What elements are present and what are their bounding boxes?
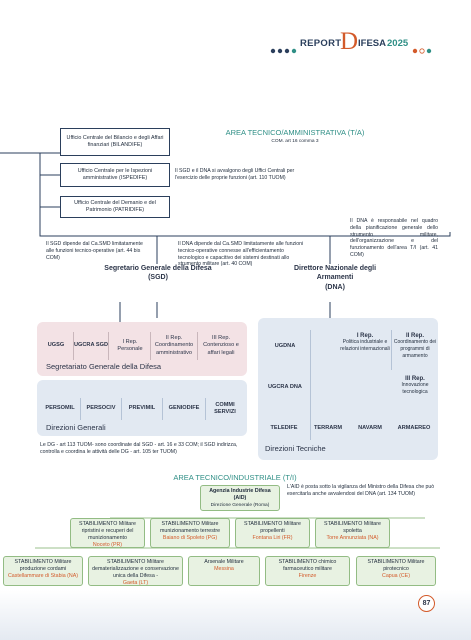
- rep3-desc: Innovazione tecnologica: [401, 382, 429, 395]
- note-dna-dipende: Il DNA dipende dal Ca.SMD limitatamente …: [178, 241, 304, 268]
- rep1-desc: Politica industriale e relazioni interna…: [340, 339, 390, 352]
- sgd-abbr: (SGD): [148, 274, 168, 282]
- cell-rep3-contenzioso: III Rep. Contenzioso e affari legali: [203, 335, 239, 356]
- stab-name: STABILIMENTO Militare pirotecnico: [367, 559, 425, 572]
- stab-place: Fontana Liri (FR): [252, 534, 293, 541]
- box-stab-gaeta: STABILIMENTO Militare dematerializzazion…: [88, 556, 183, 586]
- box-ispedife: Ufficio Centrale per le Ispezioni ammini…: [60, 163, 170, 187]
- rep3-title: III Rep.: [405, 376, 425, 382]
- direzioni-generali-label: Direzioni Generali: [46, 423, 106, 432]
- divider: [162, 398, 163, 420]
- cell-geniodife: GENIODIFE: [168, 405, 200, 412]
- page-number: 87: [422, 600, 431, 607]
- divider: [121, 398, 122, 420]
- aid-title: Agenzia Industrie Difesa (AID): [209, 488, 271, 501]
- note-sgd-dipende: Il SGD dipende dal Ca.SMD limitatamente …: [46, 241, 143, 261]
- divider: [80, 398, 81, 420]
- stab-place: Capua (CE): [382, 572, 410, 579]
- note-dna-responsabile: Il DNA è responsabile nel quadro della p…: [350, 218, 438, 258]
- stab-place: Firenze: [298, 572, 317, 579]
- stab-place: Noceto (PR): [92, 541, 123, 548]
- box-stab-capua: STABILIMENTO Militare pirotecnico Capua …: [356, 556, 436, 586]
- stab-name: STABILIMENTO Militare munizionamento ter…: [159, 521, 221, 534]
- aid-sub: Direzione Generale (Roma): [210, 502, 270, 508]
- header-year: 2025: [387, 38, 409, 49]
- header-d-letter: D: [340, 28, 359, 55]
- cell-dna-rep3: III Rep. Innovazione tecnologica: [392, 376, 438, 396]
- cell-previmil: PREVIMIL: [128, 405, 156, 412]
- stab-place: Gaeta (LT): [122, 579, 149, 586]
- cell-terrarm: TERRARM: [314, 425, 342, 432]
- cell-dna-rep2: II Rep. Coordinamento dei programmi di a…: [392, 333, 438, 359]
- dna-title-block: Direttore Nazionale degli Armamenti (DNA…: [275, 264, 395, 292]
- stab-name: STABILIMENTO Militare propellenti: [244, 521, 301, 534]
- cell-dna-rep1: I Rep. Politica industriale e relazioni …: [340, 333, 390, 353]
- note-uffici-centrali: Il SGD e il DNA si avvalgono degli Uffic…: [175, 168, 295, 181]
- divider: [391, 330, 392, 370]
- stab-place: Baiano di Spoleto (PG): [162, 534, 218, 541]
- panel-dna: [258, 318, 438, 460]
- sgd-title-block: Segretario Generale della Difesa (SGD): [98, 264, 218, 283]
- box-patridife: Ufficio Centrale del Demanio e del Patri…: [60, 196, 170, 218]
- cell-teledife: TELEDIFE: [270, 425, 298, 432]
- box-stab-castellammare: STABILIMENTO Militare produzione cordami…: [3, 556, 83, 586]
- stab-name: STABILIMENTO Militare spoletta: [324, 521, 381, 534]
- cell-rep1-personale: I Rep. Personale: [117, 338, 143, 352]
- cell-commiservizi: COMMI SERVIZI: [214, 401, 236, 415]
- note-dg: Le DG - art 113 TUOM- sono coordinate da…: [40, 442, 238, 455]
- divider: [197, 332, 198, 360]
- box-stab-firenze: STABILIMENTO chimico farmaceutico milita…: [265, 556, 350, 586]
- area-ta-ref: COM. art 16 comma 3: [271, 139, 319, 144]
- box-stab-noceto: STABILIMENTO Militare ripristini e recup…: [70, 518, 145, 548]
- cell-ugcra-sgd: UGCRA SGD: [74, 342, 108, 349]
- rep2-title: II Rep.: [405, 333, 424, 339]
- box-stab-fontana-liri: STABILIMENTO Militare propellenti Fontan…: [235, 518, 310, 548]
- header-dots-left: [270, 41, 300, 54]
- divider: [73, 332, 74, 360]
- cell-ugsg: UGSG: [47, 342, 65, 349]
- divider: [150, 332, 151, 360]
- divider: [310, 330, 311, 440]
- header-report-word: REPORT: [300, 38, 342, 49]
- page-number-badge: 87: [418, 595, 435, 612]
- box-bilandife: Ufficio Centrale del Bilancio e degli Af…: [60, 128, 170, 156]
- cell-ugdna: UGDNA: [274, 343, 296, 350]
- sgd-title: Segretario Generale della Difesa: [104, 265, 212, 272]
- stab-name: STABILIMENTO Militare dematerializzazion…: [92, 559, 179, 579]
- panel-direzioni-generali: [37, 380, 247, 436]
- stab-place: Torre Annunziata (NA): [326, 534, 379, 541]
- cell-rep2-coordinamento: II Rep. Coordinamento amministrativo: [154, 335, 194, 356]
- bottom-decor: [0, 590, 471, 640]
- rep2-desc: Coordinamento dei programmi di armamento: [393, 339, 437, 359]
- dna-title: Direttore Nazionale degli Armamenti: [293, 265, 377, 282]
- divider: [205, 398, 206, 420]
- report-header: REPORT D IFESA 2025: [270, 28, 450, 56]
- header-difesa-word: IFESA: [358, 38, 386, 49]
- stab-name: STABILIMENTO Militare ripristini e recup…: [79, 521, 136, 541]
- box-aid: Agenzia Industrie Difesa (AID) Direzione…: [200, 485, 280, 511]
- cell-armaereo: ARMAEREO: [397, 425, 431, 432]
- panel-segretariato: [37, 322, 247, 376]
- segretariato-label: Segretariato Generale della Difesa: [46, 362, 162, 371]
- stab-place: Messina: [214, 565, 234, 572]
- direzioni-tecniche-label: Direzioni Tecniche: [265, 444, 326, 453]
- cell-persomil: PERSOMIL: [45, 405, 75, 412]
- area-ti-title: AREA TECNICO/INDUSTRIALE (T/I): [173, 473, 297, 482]
- area-ta-title: AREA TECNICO/AMMINISTRATIVA (T/A): [225, 128, 365, 137]
- stab-name: Arsenale Militare: [204, 559, 244, 565]
- cell-persociv: PERSOCIV: [86, 405, 116, 412]
- box-stab-baiano: STABILIMENTO Militare munizionamento ter…: [150, 518, 230, 548]
- divider: [108, 332, 109, 360]
- dna-abbr: (DNA): [325, 283, 345, 291]
- stab-name: STABILIMENTO Militare produzione cordami: [14, 559, 72, 572]
- stab-place: Castellammare di Stabia (NA): [7, 572, 79, 579]
- note-aid: L'AID è posta sotto la vigilanza del Min…: [287, 484, 435, 497]
- cell-navarm: NAVARM: [358, 425, 382, 432]
- box-arsenale-messina: Arsenale Militare Messina: [188, 556, 260, 586]
- rep1-title: I Rep.: [356, 333, 374, 339]
- box-stab-torre-annunziata: STABILIMENTO Militare spoletta Torre Ann…: [315, 518, 390, 548]
- stab-name: STABILIMENTO chimico farmaceutico milita…: [278, 559, 337, 572]
- cell-ugcra-dna: UGCRA DNA: [268, 384, 302, 391]
- header-dots-right: [412, 41, 438, 54]
